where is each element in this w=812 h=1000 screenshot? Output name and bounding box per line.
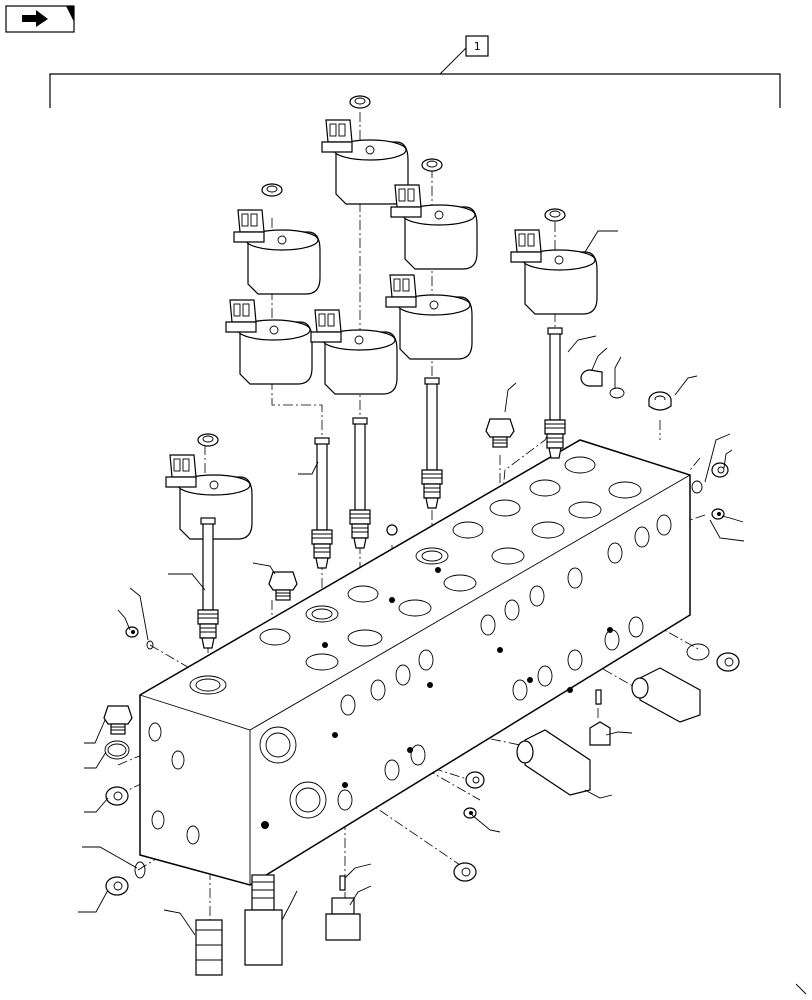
plug-16-left [103, 705, 133, 735]
plug-12-stem [386, 524, 398, 536]
oring-20 [691, 480, 703, 494]
side-ports [148, 514, 672, 845]
relief-valve-right [631, 667, 701, 723]
plug-10 [485, 418, 515, 448]
solenoid-coil-lower-center [310, 309, 398, 395]
valve-manifold-block [139, 439, 691, 886]
oring-19 [146, 640, 154, 650]
plug-18 [268, 571, 298, 601]
nav-arrow-button[interactable] [5, 5, 75, 33]
cartridge-valve-7 [544, 327, 566, 459]
oring-21-left [134, 861, 146, 879]
cartridge-valve-4 [244, 874, 283, 966]
plug-13 [125, 626, 139, 638]
arrow-right-icon [22, 10, 48, 27]
cartridge-valve-mid [421, 377, 443, 509]
orifice-8 [339, 875, 346, 891]
top-ports [189, 456, 642, 695]
oring-23 [609, 387, 625, 399]
solenoid-coil-upper-left [233, 183, 321, 295]
orifice-11 [589, 689, 611, 746]
plug-14-right [711, 462, 729, 478]
solenoid-coil-lower-left [225, 299, 313, 385]
assembly-bracket: 1 [49, 35, 781, 108]
cap-16-right [648, 391, 672, 411]
relief-valve-9 [516, 729, 591, 796]
fitting-17 [580, 369, 603, 387]
plug-6 [325, 897, 361, 941]
plug-15-right [711, 508, 725, 520]
plug-14-center [465, 771, 485, 789]
plug-15-left [105, 786, 129, 806]
cartridge-valve-5 [311, 437, 333, 569]
plug-right-port [686, 643, 740, 672]
assembly-ref-label: 1 [474, 40, 481, 53]
cartridge-valve-3 [195, 919, 223, 976]
leader-lines [78, 230, 745, 936]
plug-bottom-right [453, 862, 477, 882]
solenoid-coil-upper-right [510, 208, 598, 315]
cartridge-valve-center [349, 417, 371, 549]
plug-14-left [105, 876, 129, 896]
oring-22 [104, 740, 130, 760]
corner-mark [795, 983, 807, 995]
solenoid-coil-lower-mid [385, 274, 473, 360]
page-corner-icon [66, 6, 74, 22]
